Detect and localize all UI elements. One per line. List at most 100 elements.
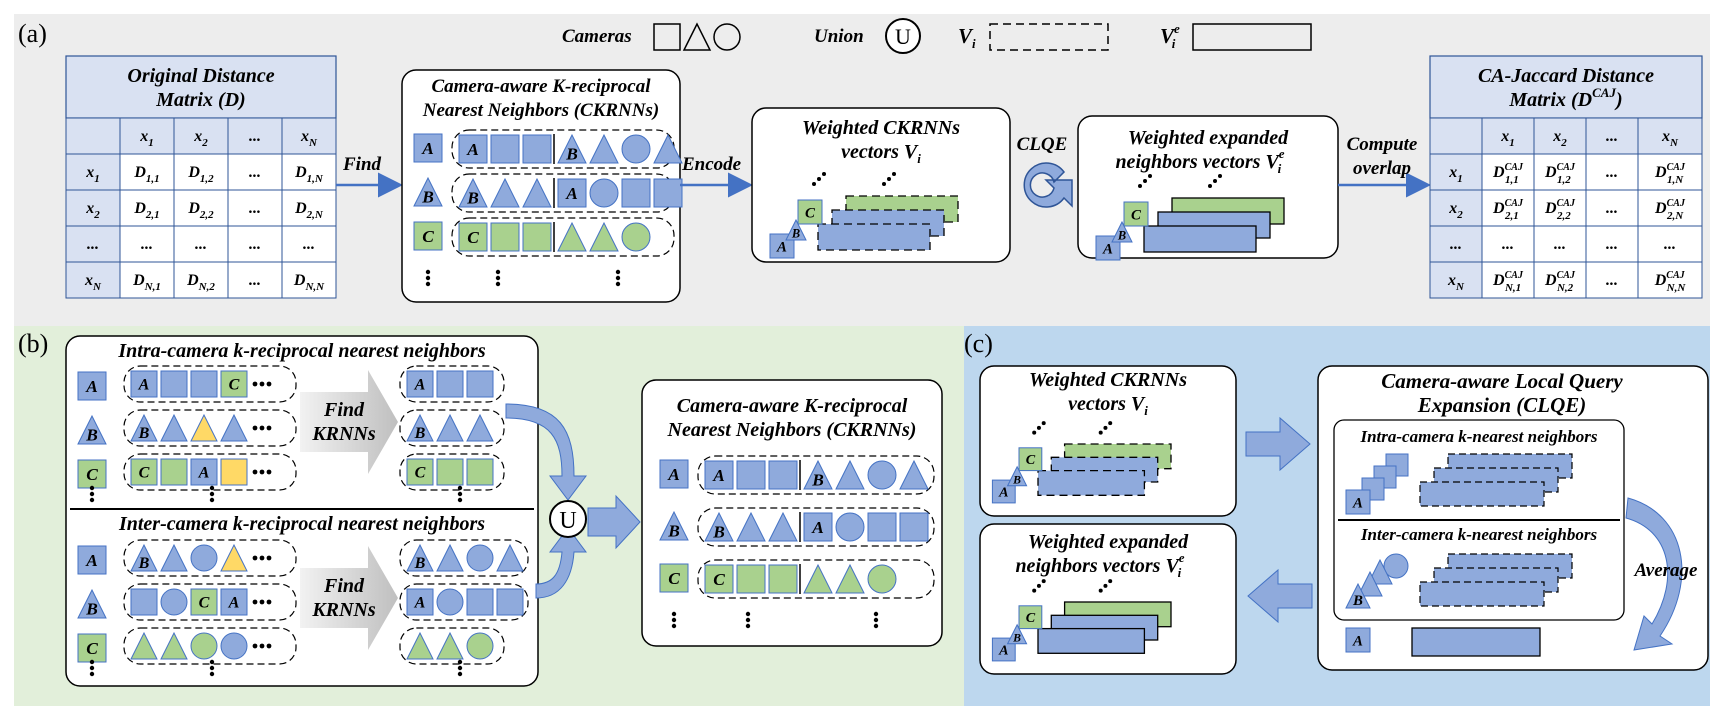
diagonal-dot	[812, 182, 816, 186]
dashed-sequence-box	[399, 583, 529, 621]
triangle-icon	[160, 631, 188, 660]
vertical-ellipsis-dot	[495, 281, 501, 287]
camera-letter: A	[198, 465, 210, 482]
clqe-box-title-1: Camera-aware Local Query	[1381, 369, 1623, 393]
camera-letter: B	[1012, 632, 1021, 645]
table-cell-text: D1,1	[133, 164, 159, 185]
diagonal-dot	[1036, 425, 1041, 430]
square-icon	[77, 633, 107, 663]
circle-icon	[867, 460, 897, 490]
trailing-ellipsis-dot	[252, 555, 258, 561]
caj-matrix-title-1: CA-Jaccard Distance	[1478, 65, 1654, 87]
dashed-sequence-box	[399, 539, 529, 577]
find-krnn-arrow-bottom: Find KRNNs	[300, 546, 398, 650]
triangle-icon	[589, 221, 619, 252]
square-icon	[736, 564, 766, 594]
table-cell-text: ...	[87, 236, 99, 253]
square-icon	[496, 588, 524, 616]
square-icon	[1345, 489, 1371, 515]
square-icon	[220, 370, 248, 398]
diagonal-dot	[1108, 579, 1113, 584]
camera-triangle-icon	[682, 22, 712, 51]
table-cell	[119, 225, 175, 263]
camera-letter: B	[421, 188, 434, 207]
camera-letter: C	[1026, 452, 1036, 468]
trailing-ellipsis-dot	[259, 599, 265, 605]
camera-letter: C	[86, 639, 98, 658]
camera-letter: C	[805, 205, 816, 221]
triangle-icon	[436, 543, 464, 572]
diagonal-dot	[1041, 421, 1046, 426]
square-icon	[1018, 447, 1043, 472]
camera-letter: B	[414, 425, 426, 442]
camera-letter: C	[1131, 207, 1142, 223]
table-cell	[1481, 261, 1535, 299]
intra-krnn-title: Intra-camera k-reciprocal nearest neighb…	[117, 340, 485, 362]
square-icon	[220, 458, 248, 486]
table-cell-text: ...	[1606, 236, 1618, 253]
clqe-label: CLQE	[1017, 134, 1068, 155]
triangle-icon	[406, 631, 434, 660]
trailing-ellipsis-dot	[266, 469, 272, 475]
camera-letter: C	[422, 227, 434, 246]
weighted-box-a-title-1: Weighted CKRNNs	[802, 117, 960, 139]
weighted-box-c-title-1: Weighted CKRNNs	[1029, 369, 1187, 391]
camera-letter: B	[811, 471, 824, 490]
camera-letter: C	[713, 570, 725, 589]
triangle-icon	[466, 413, 494, 442]
square-icon	[490, 134, 520, 164]
triangle-icon	[704, 511, 734, 542]
table-cell-text: x1	[1500, 128, 1515, 149]
diagonal-dot	[1103, 583, 1108, 588]
vector-bar	[817, 223, 931, 251]
table-cell	[65, 261, 121, 299]
square-icon	[190, 458, 218, 486]
average-label: Average	[1634, 560, 1699, 581]
vertical-ellipsis-dot	[209, 665, 215, 671]
triangle-icon	[557, 133, 587, 164]
table-cell-text: ...	[1606, 272, 1618, 289]
compute-label-2: overlap	[1353, 158, 1411, 179]
camera-letter: A	[1352, 633, 1363, 649]
vertical-ellipsis-dot	[425, 275, 431, 281]
camera-letter: A	[667, 465, 680, 484]
dashed-sequence-box	[697, 455, 935, 495]
camera-letter: B	[138, 555, 150, 572]
table-cell	[1429, 189, 1483, 227]
trailing-ellipsis-dot	[259, 555, 265, 561]
original-matrix-title-1: Original Distance	[127, 65, 274, 87]
camera-letter: B	[138, 425, 150, 442]
table-cell-text: x1	[85, 164, 100, 185]
dashed-sequence-box	[123, 409, 297, 447]
trailing-ellipsis-dot	[252, 599, 258, 605]
table-cell	[1637, 261, 1703, 299]
camera-letter: A	[414, 595, 426, 612]
square-icon	[1345, 627, 1371, 653]
square-icon	[406, 370, 434, 398]
camera-letter: A	[998, 643, 1008, 659]
square-icon	[77, 545, 107, 575]
vertical-ellipsis-dot	[209, 671, 215, 677]
table-cell	[1585, 117, 1639, 155]
camera-letter: C	[229, 377, 240, 394]
vertical-ellipsis-dot	[457, 485, 463, 491]
vertical-ellipsis-dot	[89, 497, 95, 503]
table-cell-text: x2	[1552, 128, 1567, 149]
find-krnn-top-2: KRNNs	[311, 423, 376, 445]
square-icon	[160, 370, 188, 398]
square-icon	[659, 459, 689, 489]
vertical-ellipsis-dot	[615, 275, 621, 281]
diagonal-dot	[1208, 184, 1212, 188]
panel-c-label: (c)	[964, 329, 993, 358]
ckrnn-box-b-title-2: Nearest Neighbors (CKRNNs)	[667, 419, 917, 441]
legend-vi-label: Vi	[958, 24, 976, 51]
vertical-ellipsis-dot	[457, 665, 463, 671]
trailing-ellipsis-dot	[252, 643, 258, 649]
